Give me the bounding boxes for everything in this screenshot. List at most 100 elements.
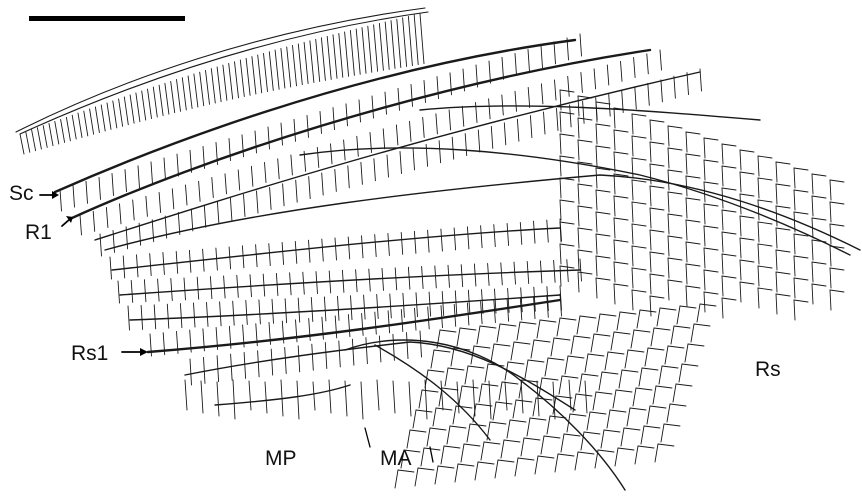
- vein-segment: [291, 155, 293, 175]
- vein-segment: [474, 346, 490, 348]
- vein-segment: [420, 331, 422, 357]
- vein-segment: [587, 412, 590, 430]
- vein-segment: [668, 148, 669, 168]
- vein-segment: [560, 134, 574, 136]
- vein-segment: [704, 160, 718, 162]
- vein-segment: [272, 299, 274, 323]
- vein-segment: [516, 400, 532, 402]
- vein-segment: [657, 308, 660, 326]
- vein-segment: [578, 140, 592, 142]
- vein-segment: [238, 170, 240, 190]
- vein-segment: [541, 84, 543, 104]
- vein-segment: [545, 358, 548, 376]
- vein-segment: [830, 268, 844, 270]
- vein-segment: [794, 168, 808, 170]
- vein-segment: [722, 166, 736, 168]
- vein-segment: [812, 240, 813, 260]
- vein-segment: [661, 424, 664, 442]
- vein-segment: [812, 284, 813, 304]
- vein-segment: [419, 390, 422, 408]
- vein-segment: [398, 88, 400, 110]
- vein-segment: [608, 352, 624, 354]
- vein-segment: [335, 169, 337, 191]
- vein-segment: [812, 196, 813, 216]
- vein-segment: [362, 28, 366, 74]
- vein-segment: [233, 301, 235, 325]
- vein-segment: [285, 348, 287, 374]
- vein-segment: [118, 281, 120, 303]
- vein-segment: [522, 380, 538, 382]
- vein-segment: [674, 326, 690, 328]
- vein-segment: [409, 382, 411, 416]
- vein-segment: [568, 356, 584, 358]
- vein-segment: [362, 313, 364, 335]
- vein-segment: [632, 224, 646, 226]
- vein-segment: [557, 109, 559, 131]
- vein-segment: [614, 196, 628, 198]
- vein-segment: [242, 246, 244, 268]
- vein-segment: [668, 192, 682, 194]
- vein-segment: [596, 124, 610, 126]
- vein-segment: [435, 266, 437, 288]
- vein-segment: [776, 184, 790, 186]
- vein-segment: [467, 424, 470, 442]
- vein-segment: [255, 131, 257, 153]
- vein-segment: [468, 290, 470, 314]
- vein-segment: [596, 212, 610, 214]
- vein-segment: [576, 394, 592, 396]
- vein-segment: [20, 134, 24, 154]
- vein-segment: [704, 270, 718, 272]
- vein-segment: [296, 180, 298, 202]
- vein-segment: [560, 222, 574, 224]
- vein-segment: [491, 344, 494, 362]
- vein-segment: [462, 106, 464, 126]
- vein-segment: [668, 214, 669, 234]
- vein-segment: [704, 270, 705, 290]
- vein-segment: [758, 156, 759, 176]
- vein-segment: [578, 452, 594, 454]
- vein-segment: [320, 112, 322, 134]
- vein-segment: [574, 336, 590, 338]
- vein-segment: [191, 209, 193, 231]
- vein-segment: [460, 328, 476, 330]
- vein-segment: [650, 252, 664, 254]
- vein-segment: [385, 22, 389, 69]
- vein-segment: [491, 126, 493, 148]
- vein-segment: [527, 418, 530, 436]
- vein-segment: [569, 380, 571, 410]
- vein-segment: [327, 36, 331, 79]
- vein-segment: [594, 334, 610, 336]
- vein-segment: [632, 268, 646, 270]
- vein-segment: [634, 330, 650, 332]
- vein-segment: [542, 378, 558, 380]
- vein-segment: [722, 144, 736, 146]
- vein-segment: [322, 239, 324, 261]
- vein-segment: [686, 286, 687, 306]
- vein-segment: [704, 160, 705, 180]
- vein-segment: [521, 438, 524, 456]
- vein-segment: [271, 349, 273, 375]
- vein-segment: [679, 364, 682, 382]
- vein-segment: [584, 432, 600, 434]
- vein-segment: [437, 77, 439, 99]
- vein-segment: [659, 366, 662, 384]
- vein-segment: [438, 466, 454, 468]
- vein-segment: [445, 368, 448, 386]
- vein-segment: [459, 386, 462, 404]
- vein-segment: [60, 189, 62, 211]
- vein-segment: [655, 444, 658, 462]
- vein-segment: [614, 152, 628, 154]
- vein-segment: [686, 154, 687, 174]
- vein-segment: [722, 188, 723, 208]
- vein-segment: [151, 162, 153, 184]
- vein-segment: [670, 404, 686, 406]
- vein-segment: [400, 152, 402, 174]
- vein-segment: [776, 206, 777, 226]
- vein-segment: [90, 109, 94, 134]
- vein-segment: [396, 125, 398, 145]
- vein-segment: [229, 247, 231, 269]
- vein-segment: [177, 154, 179, 176]
- vein-segment: [450, 426, 466, 428]
- vein-segment: [128, 306, 130, 330]
- vein-segment: [830, 224, 844, 226]
